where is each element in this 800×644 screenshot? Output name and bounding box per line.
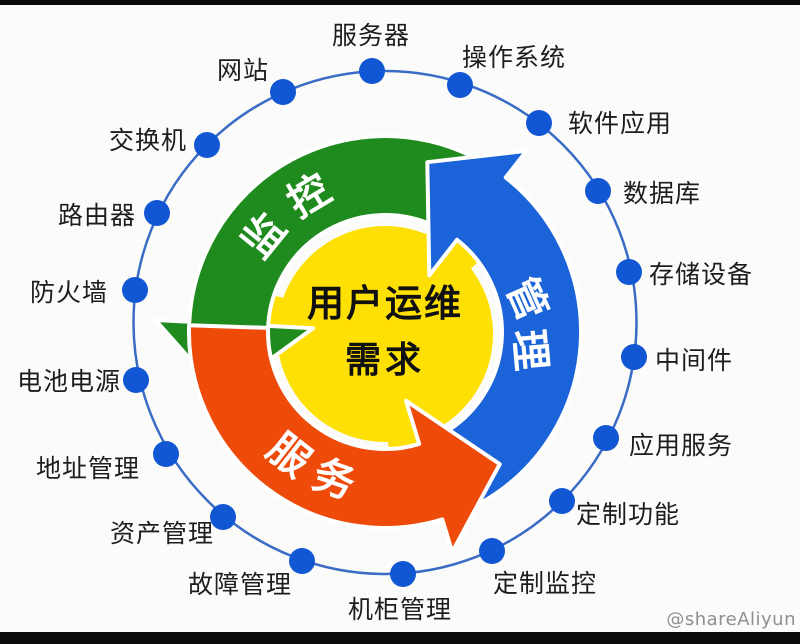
node-dot-13 bbox=[123, 367, 149, 393]
node-dot-17 bbox=[270, 79, 296, 105]
node-label-11: 资产管理 bbox=[109, 519, 215, 548]
node-label-2: 软件应用 bbox=[567, 109, 673, 138]
node-dot-12 bbox=[153, 441, 179, 467]
node-dot-3 bbox=[585, 178, 611, 204]
node-label-16: 交换机 bbox=[108, 126, 188, 155]
node-label-12: 地址管理 bbox=[35, 454, 141, 483]
node-label-0: 服务器 bbox=[331, 21, 411, 50]
node-dot-0 bbox=[359, 58, 385, 84]
arrow-service bbox=[187, 323, 502, 554]
node-label-15: 路由器 bbox=[57, 201, 137, 230]
node-dot-1 bbox=[447, 72, 473, 98]
node-dot-10 bbox=[289, 548, 315, 574]
node-dot-7 bbox=[549, 488, 575, 514]
node-label-4: 存储设备 bbox=[648, 260, 754, 289]
node-label-5: 中间件 bbox=[654, 346, 734, 375]
arrow-management-char-1: 理 bbox=[504, 327, 555, 372]
node-label-9: 机柜管理 bbox=[347, 595, 453, 624]
node-label-1: 操作系统 bbox=[461, 43, 567, 72]
node-dot-5 bbox=[621, 344, 647, 370]
center-text-line1: 用户运维 bbox=[307, 282, 463, 325]
center-demand-text: 用户运维 需求 bbox=[307, 273, 463, 383]
node-dot-16 bbox=[194, 132, 220, 158]
node-dot-9 bbox=[390, 561, 416, 587]
top-letterbox-bar bbox=[0, 0, 800, 5]
watermark-text: @shareAliyun bbox=[666, 609, 796, 630]
bottom-letterbox-bar bbox=[0, 632, 800, 644]
node-dot-2 bbox=[526, 110, 552, 136]
node-dot-14 bbox=[122, 277, 148, 303]
center-text-line2: 需求 bbox=[344, 340, 425, 381]
node-label-3: 数据库 bbox=[622, 179, 702, 208]
node-dot-4 bbox=[616, 259, 642, 285]
node-label-7: 定制功能 bbox=[575, 500, 681, 529]
node-label-17: 网站 bbox=[216, 56, 270, 85]
node-label-8: 定制监控 bbox=[492, 569, 598, 598]
node-dot-15 bbox=[144, 200, 170, 226]
arrow-management bbox=[425, 148, 583, 504]
node-label-13: 电池电源 bbox=[16, 367, 122, 396]
node-dot-11 bbox=[210, 504, 236, 530]
node-dot-8 bbox=[479, 538, 505, 564]
node-label-6: 应用服务 bbox=[628, 431, 734, 460]
node-label-10: 故障管理 bbox=[187, 570, 293, 599]
node-dot-6 bbox=[593, 425, 619, 451]
node-label-14: 防火墙 bbox=[29, 278, 109, 307]
center-yellow-circle bbox=[277, 226, 493, 442]
